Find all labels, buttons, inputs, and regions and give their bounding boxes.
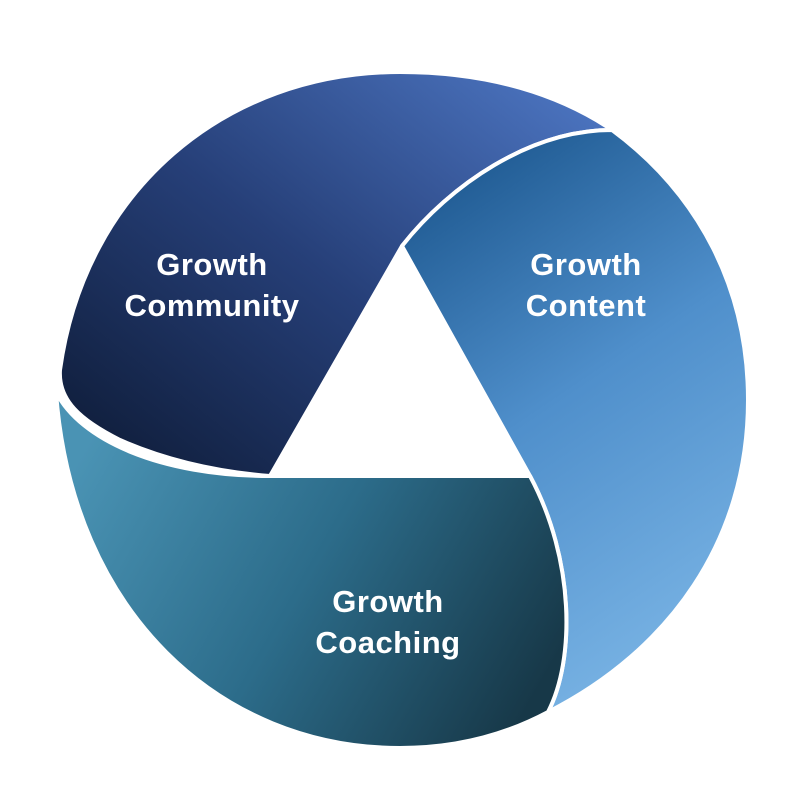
label-growth-content: Growth Content [526, 247, 647, 323]
coaching-label-line1: Growth [332, 584, 444, 619]
coaching-label-line2: Coaching [315, 625, 460, 660]
content-label-line2: Content [526, 288, 647, 323]
segment-growth-coaching [54, 390, 569, 750]
community-label-line2: Community [125, 288, 300, 323]
segment-growth-content [400, 128, 750, 714]
community-label-line1: Growth [156, 247, 268, 282]
content-label-line1: Growth [530, 247, 642, 282]
label-growth-coaching: Growth Coaching [315, 584, 460, 660]
center-triangle [274, 250, 528, 474]
label-growth-community: Growth Community [125, 247, 300, 323]
